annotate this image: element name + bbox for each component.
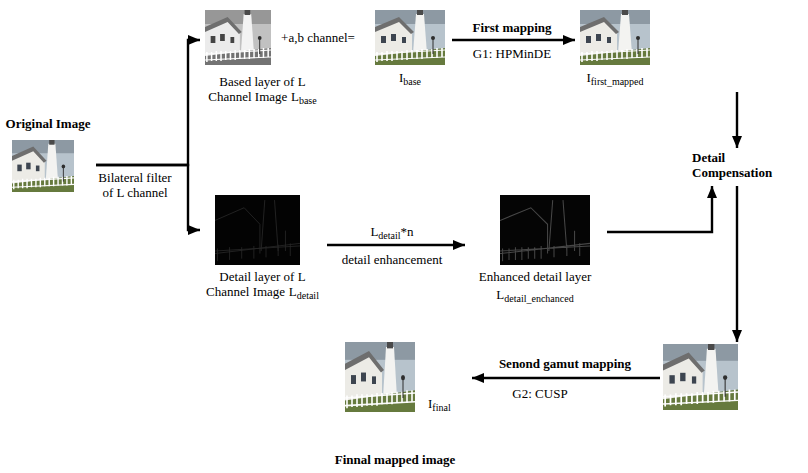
detail-layer-photo: [215, 195, 300, 265]
image-node: Detail Compensation: [690, 148, 804, 186]
edge-label: detail enhancement: [340, 252, 445, 267]
image-node: IfinalFinnal mapped image: [320, 340, 472, 470]
node-caption: Detail layer of L Channel ImageLdetail: [200, 269, 325, 303]
image-node: Original Image: [2, 116, 96, 196]
image-node: Based layer of L Channel ImageLbase: [200, 8, 327, 111]
first-mapped-photo: [580, 10, 650, 65]
subscript-text: detail: [297, 290, 319, 301]
subscript-text: detail: [378, 230, 400, 241]
label-text: I: [586, 70, 590, 85]
label-text: Detail Compensation: [692, 150, 772, 180]
flow-arrow: [607, 186, 712, 232]
subscript-text: base: [403, 76, 421, 87]
image-node: Detail layer of L Channel ImageLdetail: [200, 193, 327, 306]
edge-label: Senond gamut mapping: [497, 356, 633, 371]
label-text: I: [399, 70, 403, 85]
image-node: Enhanced detail layerLdetail_enchanced: [465, 193, 607, 309]
label-text: Finnal mapped image: [335, 452, 456, 467]
edge-label: First mapping: [470, 20, 553, 35]
flow-arrow: [472, 377, 660, 379]
enhanced-detail-photo: [500, 195, 590, 265]
original-photo: [12, 140, 74, 192]
edge-label: Bilateral filter of L channel: [90, 170, 180, 200]
label-text: Enhanced detail layer: [479, 269, 592, 284]
image-node: Ifirst_mapped: [575, 8, 745, 92]
label-text: +a,b channel=: [281, 30, 355, 45]
edge-label-text: Senond gamut mapping: [499, 356, 631, 371]
annotation: G1: HPMinDE: [473, 46, 551, 61]
node-caption: Ifirst_mapped: [575, 70, 655, 89]
base-image-photo: [375, 10, 445, 65]
annotation: +a,b channel=: [281, 30, 355, 45]
subscript-text: detail_enchanced: [504, 293, 573, 304]
node-caption: Original Image: [2, 116, 94, 131]
flow-arrow: [452, 39, 575, 41]
node-caption: Ifinal: [428, 396, 468, 415]
image-node: [660, 342, 742, 412]
node-caption: Enhanced detail layer: [465, 269, 605, 284]
node-caption: Based layer of L Channel ImageLbase: [200, 74, 325, 108]
label-text: Original Image: [6, 116, 91, 131]
subscript-text: base: [299, 95, 317, 106]
flow-arrow: [96, 40, 200, 165]
label-text: G2: CUSP: [512, 386, 567, 401]
node-caption: Ibase: [370, 70, 450, 89]
compensated-photo: [663, 344, 738, 410]
label-text: G1: HPMinDE: [473, 46, 551, 61]
subscript-text: final: [432, 402, 450, 413]
flow-arrow: [327, 244, 465, 246]
node-caption: Ldetail_enchanced: [465, 287, 605, 306]
flow-arrow: [736, 186, 738, 342]
label-text: L: [496, 287, 504, 302]
base-layer-photo: [205, 10, 271, 65]
edge-label-text: Bilateral filter of L channel: [98, 170, 171, 200]
flow-arrow: [96, 165, 200, 230]
final-photo: [345, 342, 415, 412]
annotation: G2: CUSP: [512, 386, 567, 401]
flow-arrow: [736, 92, 738, 148]
annotation: Ldetail*n: [370, 224, 413, 243]
label-text: *n: [401, 224, 414, 239]
label-text: L: [291, 89, 299, 104]
label-text: L: [289, 284, 297, 299]
node-caption: Detail Compensation: [692, 150, 800, 180]
edge-label-text: detail enhancement: [342, 252, 443, 267]
label-text: L: [370, 224, 378, 239]
edge-label-text: First mapping: [472, 20, 551, 35]
label-text: I: [428, 396, 432, 411]
subscript-text: first_mapped: [591, 76, 644, 87]
image-node: Ibase: [370, 8, 452, 92]
node-caption: Finnal mapped image: [320, 452, 470, 467]
